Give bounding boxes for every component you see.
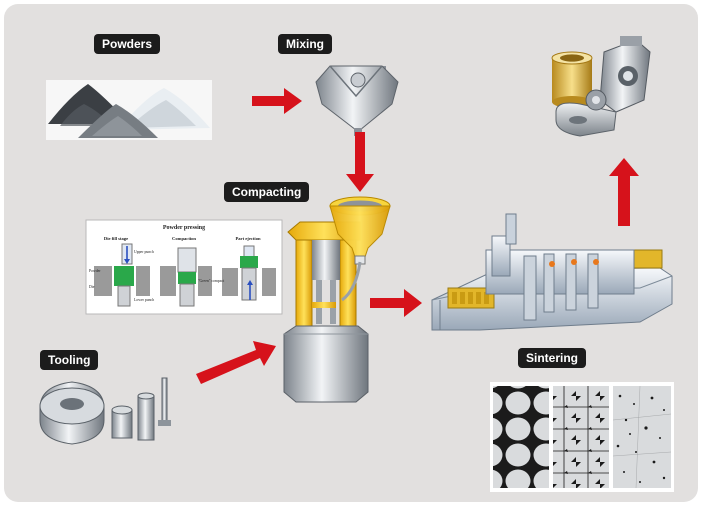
powder-piles-image <box>46 80 212 140</box>
label-tooling: Tooling <box>40 350 99 370</box>
micro-panel-necking <box>553 386 609 488</box>
tooling-image <box>39 377 171 445</box>
mixer-drum-image <box>315 65 399 136</box>
arrow-powders-to-mixing <box>252 88 302 114</box>
micro-panel-loose <box>493 386 549 488</box>
micro-panel-dense <box>613 386 671 488</box>
arrow-sintering-to-parts <box>609 158 639 226</box>
inset-stage-2: Compaction <box>172 236 196 241</box>
inset-note-upper-punch: Upper punch <box>134 250 154 254</box>
sintering-microstructure <box>490 382 674 492</box>
compacting-press-image <box>283 196 391 403</box>
arrow-mixing-to-compacting <box>346 132 374 192</box>
label-compacting: Compacting <box>224 182 310 202</box>
inset-stage-1: Die fill stage <box>104 236 128 241</box>
arrow-compacting-to-sintering <box>370 289 422 317</box>
label-sintering: Sintering <box>518 348 587 368</box>
inset-note-powder: Powder <box>89 269 101 273</box>
process-arrows <box>196 88 639 384</box>
inset-title: Powder pressing <box>163 225 205 231</box>
inset-stage-3: Part ejection <box>235 236 261 241</box>
inset-note-die: Die <box>89 285 95 289</box>
sintering-furnace-image <box>431 213 673 331</box>
label-powders: Powders <box>94 34 161 54</box>
label-mixing: Mixing <box>278 34 332 54</box>
powder-pressing-inset: Powder pressing Die fill stage Compactio… <box>85 219 283 315</box>
inset-note-lower-punch: Lower punch <box>134 298 154 302</box>
arrow-tooling-to-compacting <box>196 341 276 384</box>
finished-parts-image <box>551 36 651 137</box>
inset-note-green-compact: "Green" compact <box>198 279 225 283</box>
